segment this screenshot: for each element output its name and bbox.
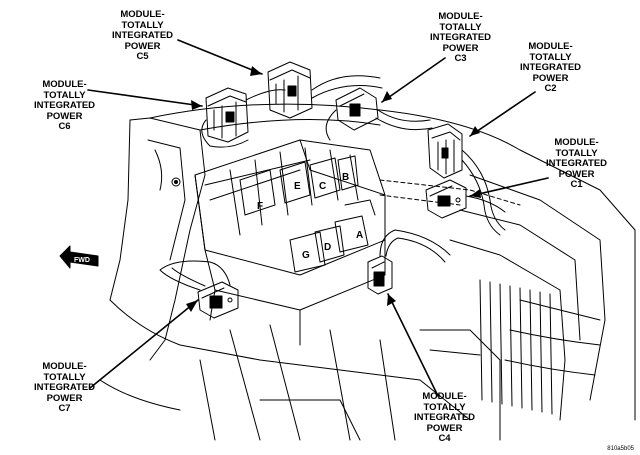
connector-c3 xyxy=(325,87,433,141)
connector-c2 xyxy=(427,123,506,236)
slot-label-a: A xyxy=(356,230,363,241)
fwd-label: FWD xyxy=(74,257,90,264)
figure-code: 810a5b05 xyxy=(607,446,634,452)
connector-c1 xyxy=(425,179,506,219)
connector-c6 xyxy=(201,87,286,148)
slot-label-f: F xyxy=(257,201,263,212)
tipm-housing xyxy=(194,139,386,346)
connector-c5 xyxy=(267,61,383,119)
leader-lines xyxy=(87,39,549,397)
slot-label-b: B xyxy=(342,172,349,183)
slot-label-c: C xyxy=(319,181,326,192)
fwd-arrow xyxy=(59,245,99,269)
connector-c4 xyxy=(367,229,451,295)
connector-c7 xyxy=(159,260,239,319)
slot-label-e: E xyxy=(294,181,301,192)
slot-label-d: D xyxy=(324,242,331,253)
slot-label-g: G xyxy=(302,250,310,261)
